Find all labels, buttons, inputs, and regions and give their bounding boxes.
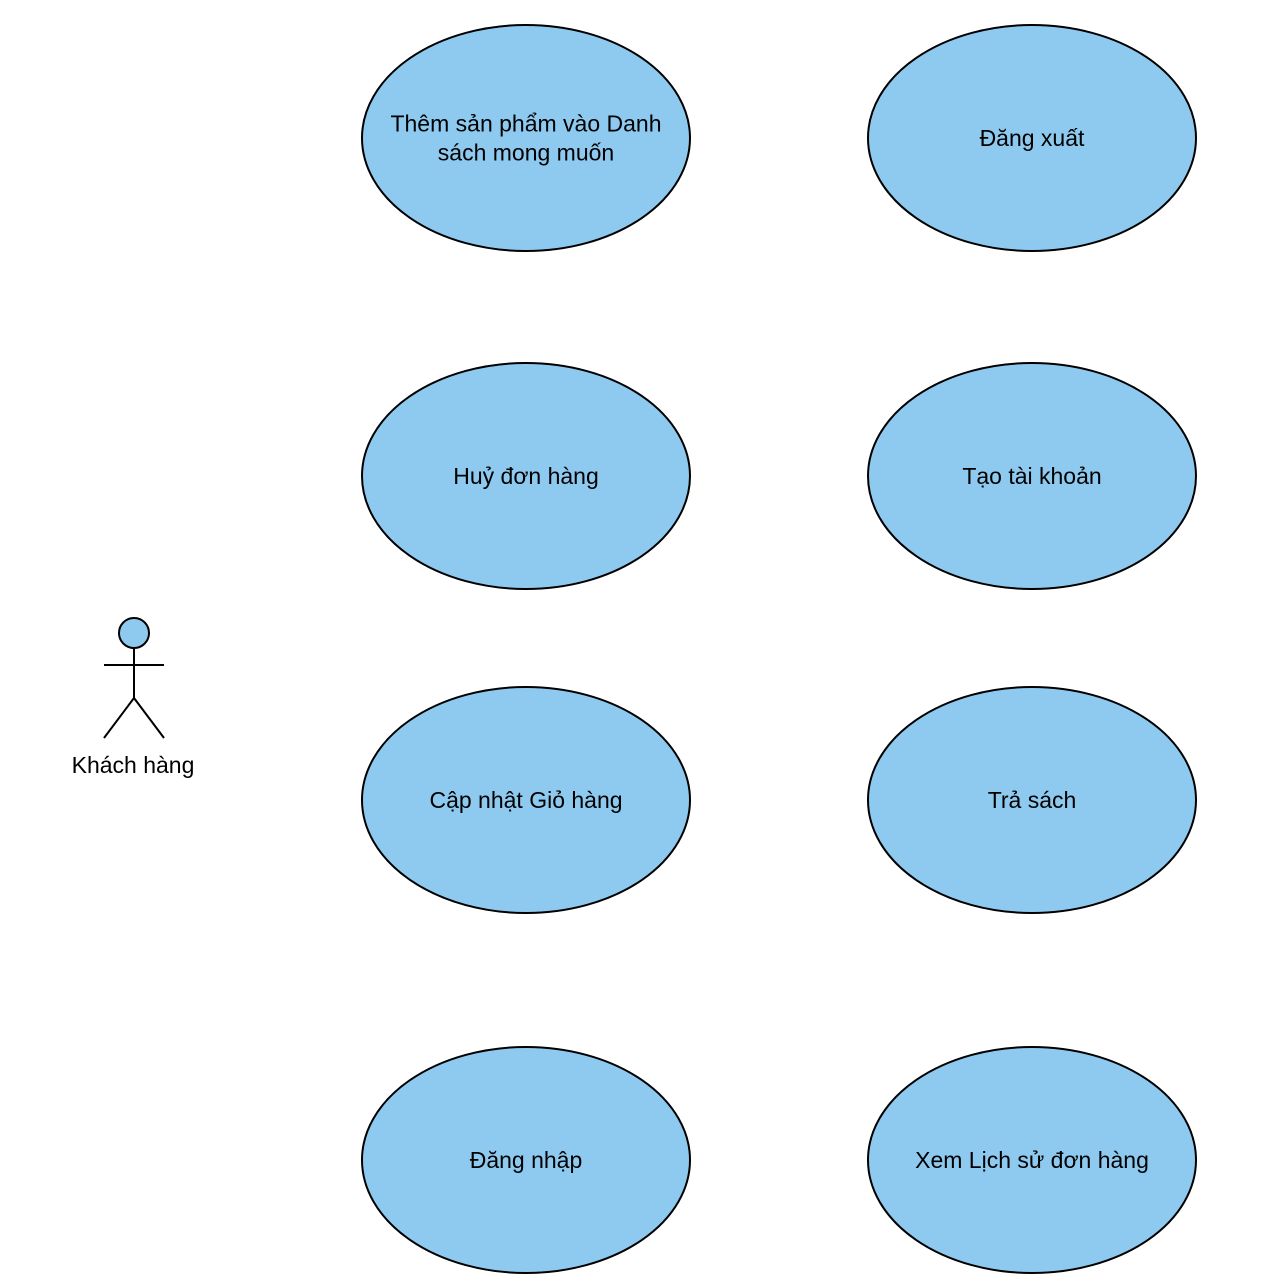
actor-khach-hang[interactable]: Khách hàng bbox=[72, 617, 195, 778]
use-case-label: Xem Lịch sử đơn hàng bbox=[915, 1147, 1149, 1173]
actor-head bbox=[118, 617, 150, 649]
use-case-dang-xuat[interactable]: Đăng xuất bbox=[867, 24, 1197, 252]
use-case-label: Tạo tài khoản bbox=[962, 463, 1101, 489]
use-case-label: Đăng nhập bbox=[470, 1147, 583, 1173]
use-case-label: Thêm sản phẩm vào Danh sách mong muốn bbox=[390, 111, 661, 166]
use-case-them-san-pham-wishlist[interactable]: Thêm sản phẩm vào Danh sách mong muốn bbox=[361, 24, 691, 252]
use-case-ellipse bbox=[867, 24, 1197, 252]
use-case-label: Đăng xuất bbox=[980, 125, 1085, 151]
use-case-xem-lich-su-don-hang[interactable]: Xem Lịch sử đơn hàng bbox=[867, 1046, 1197, 1274]
use-case-cap-nhat-gio-hang[interactable]: Cập nhật Giỏ hàng bbox=[361, 686, 691, 914]
use-case-label: Trả sách bbox=[988, 787, 1077, 813]
use-case-label-line: sách mong muốn bbox=[438, 140, 614, 166]
use-case-ellipse bbox=[867, 686, 1197, 914]
use-case-ellipse bbox=[361, 362, 691, 590]
use-case-label-line: Thêm sản phẩm vào Danh bbox=[390, 111, 661, 137]
use-case-dang-nhap[interactable]: Đăng nhập bbox=[361, 1046, 691, 1274]
use-case-label: Huỷ đơn hàng bbox=[453, 463, 599, 489]
actor-right-leg bbox=[133, 697, 165, 739]
use-case-label-line: Xem Lịch sử đơn hàng bbox=[915, 1147, 1149, 1173]
use-case-label-line: Tạo tài khoản bbox=[962, 463, 1101, 489]
use-case-ellipse bbox=[361, 1046, 691, 1274]
use-case-label-line: Cập nhật Giỏ hàng bbox=[429, 787, 622, 813]
stick-figure-icon bbox=[103, 617, 165, 739]
use-case-label: Cập nhật Giỏ hàng bbox=[429, 787, 622, 813]
use-case-label-line: Trả sách bbox=[988, 787, 1077, 813]
use-case-label-line: Đăng xuất bbox=[980, 125, 1085, 151]
use-case-tao-tai-khoan[interactable]: Tạo tài khoản bbox=[867, 362, 1197, 590]
use-case-ellipse bbox=[867, 1046, 1197, 1274]
use-case-huy-don-hang[interactable]: Huỷ đơn hàng bbox=[361, 362, 691, 590]
use-case-label-line: Huỷ đơn hàng bbox=[453, 463, 599, 489]
use-case-label-line: Đăng nhập bbox=[470, 1147, 583, 1173]
actor-left-leg bbox=[103, 697, 135, 739]
use-case-tra-sach[interactable]: Trả sách bbox=[867, 686, 1197, 914]
use-case-ellipse bbox=[867, 362, 1197, 590]
use-case-ellipse bbox=[361, 686, 691, 914]
use-case-ellipse bbox=[361, 24, 691, 252]
actor-label: Khách hàng bbox=[72, 752, 195, 778]
